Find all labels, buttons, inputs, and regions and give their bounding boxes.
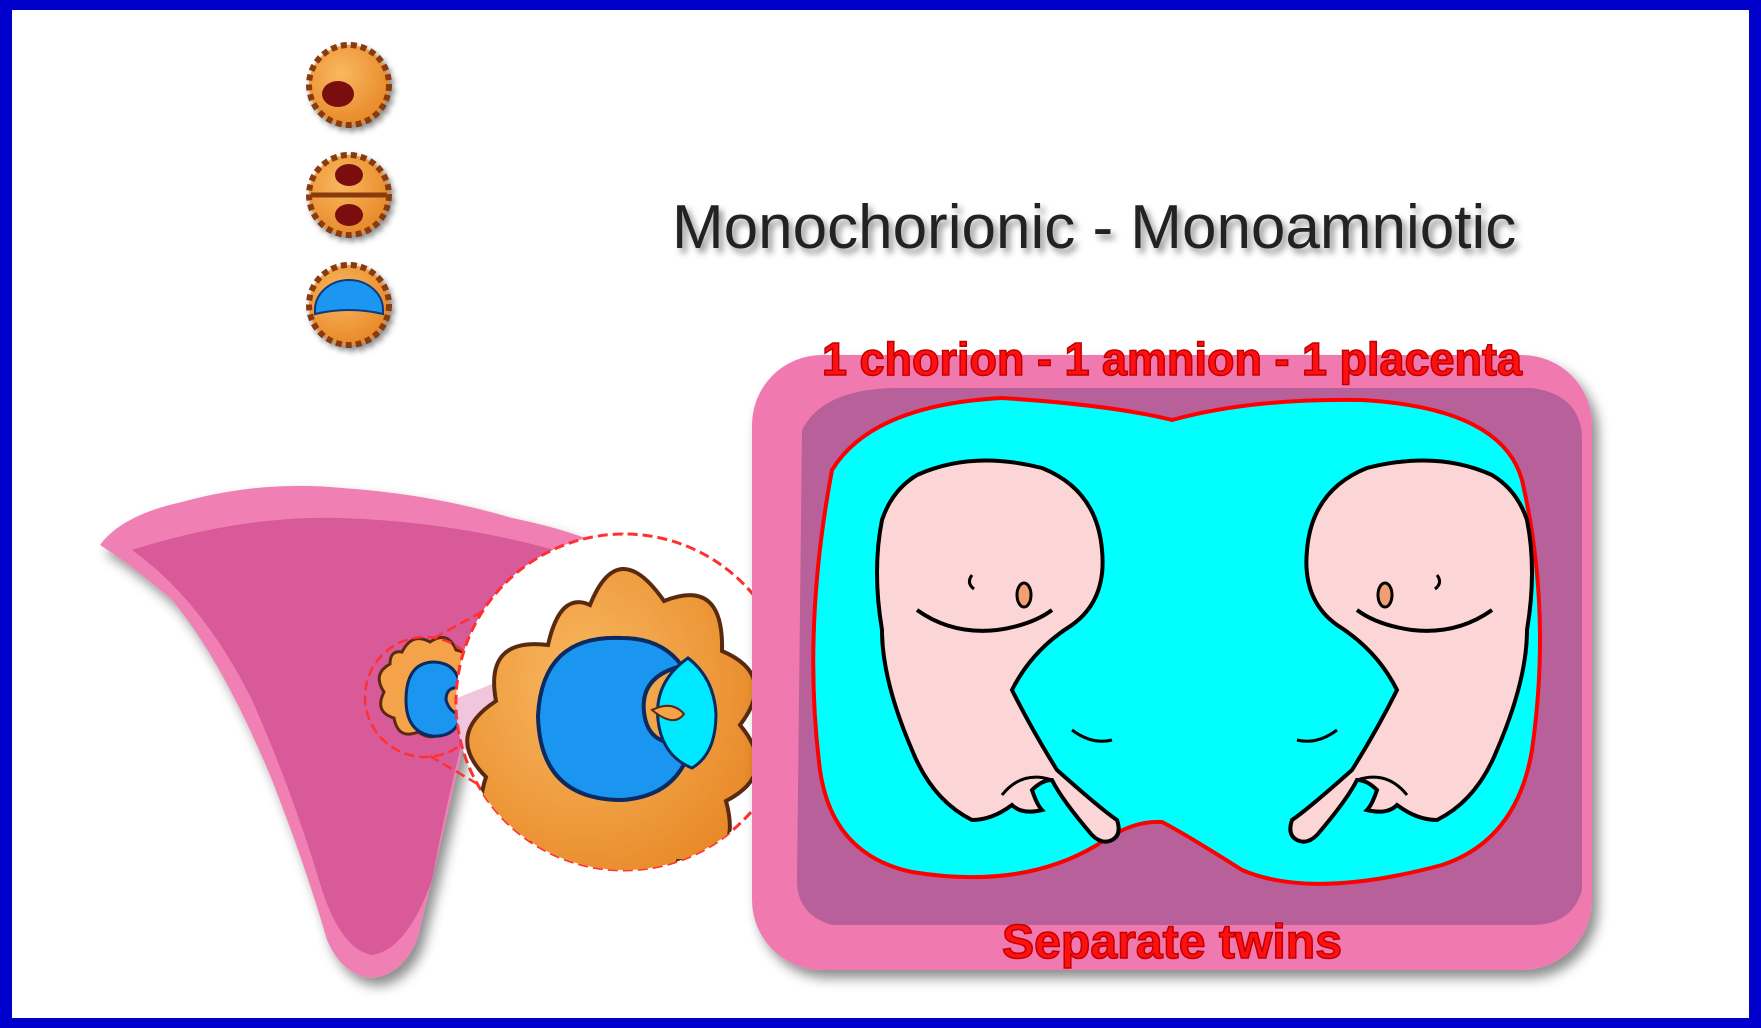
diagram-title: Monochorionic - Monoamniotic: [672, 188, 1652, 268]
blastocyst-stage-icon: [309, 265, 389, 345]
structure-count-label: 1 chorion - 1 amnion - 1 placenta: [822, 333, 1522, 385]
slide: 1 chorion - 1 amnion - 1 placenta Separa…: [12, 10, 1749, 1018]
gestational-sac: 1 chorion - 1 amnion - 1 placenta Separa…: [752, 333, 1592, 970]
two-cell-stage-icon: [309, 155, 389, 235]
twins-label: Separate twins: [1002, 916, 1342, 969]
twinning-diagram: 1 chorion - 1 amnion - 1 placenta Separa…: [12, 10, 1749, 1018]
zygote-stage-icon: [309, 45, 389, 125]
